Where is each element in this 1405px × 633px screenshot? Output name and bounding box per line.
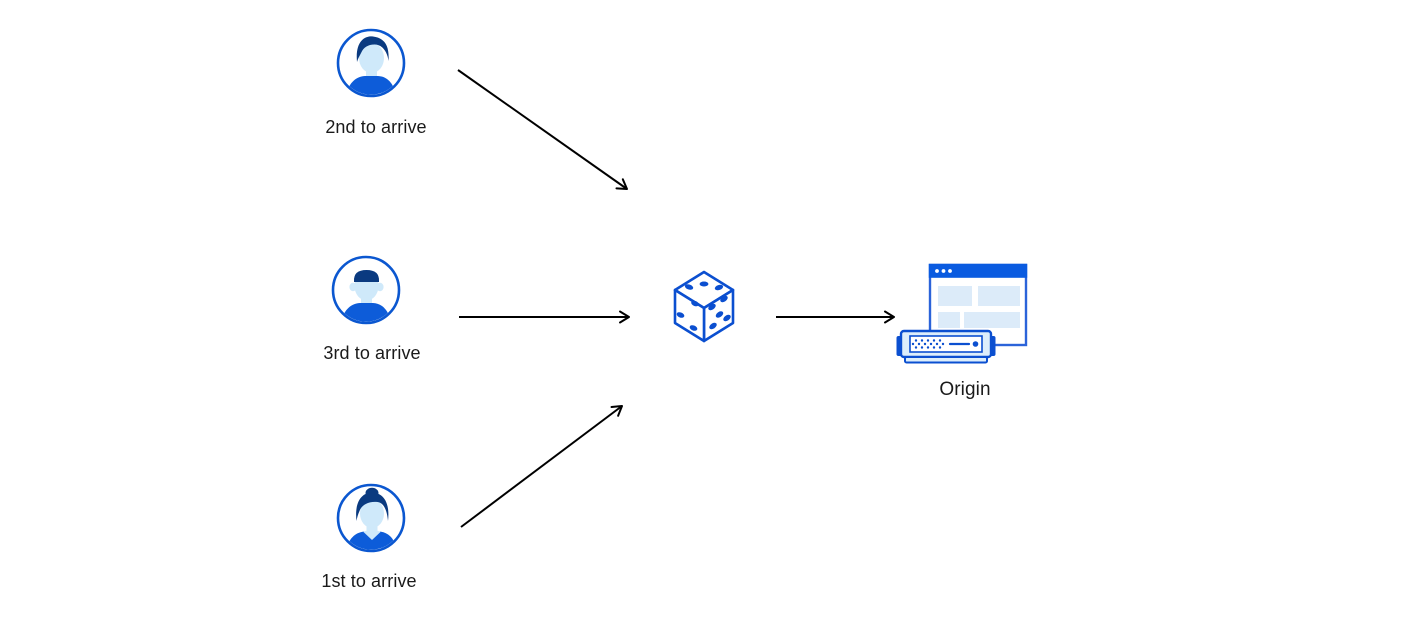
client-2nd-label: 2nd to arrive: [325, 117, 427, 137]
client-1st-label: 1st to arrive: [321, 571, 417, 591]
person-hair-bun-icon: [336, 483, 406, 553]
browser-window-and-server-icon: [896, 263, 1028, 364]
origin-label: Origin: [939, 379, 991, 400]
client-3rd-label: 3rd to arrive: [323, 343, 421, 363]
arrow-client-1st-to-dice: [460, 405, 623, 528]
server-icon: [896, 329, 996, 364]
person-flat-top-hair-icon: [331, 255, 401, 325]
arrow-client-2nd-to-dice: [457, 69, 628, 190]
person-swept-hair-icon: [336, 28, 406, 98]
dice-icon: [673, 270, 735, 343]
dice-pips: [676, 281, 731, 331]
